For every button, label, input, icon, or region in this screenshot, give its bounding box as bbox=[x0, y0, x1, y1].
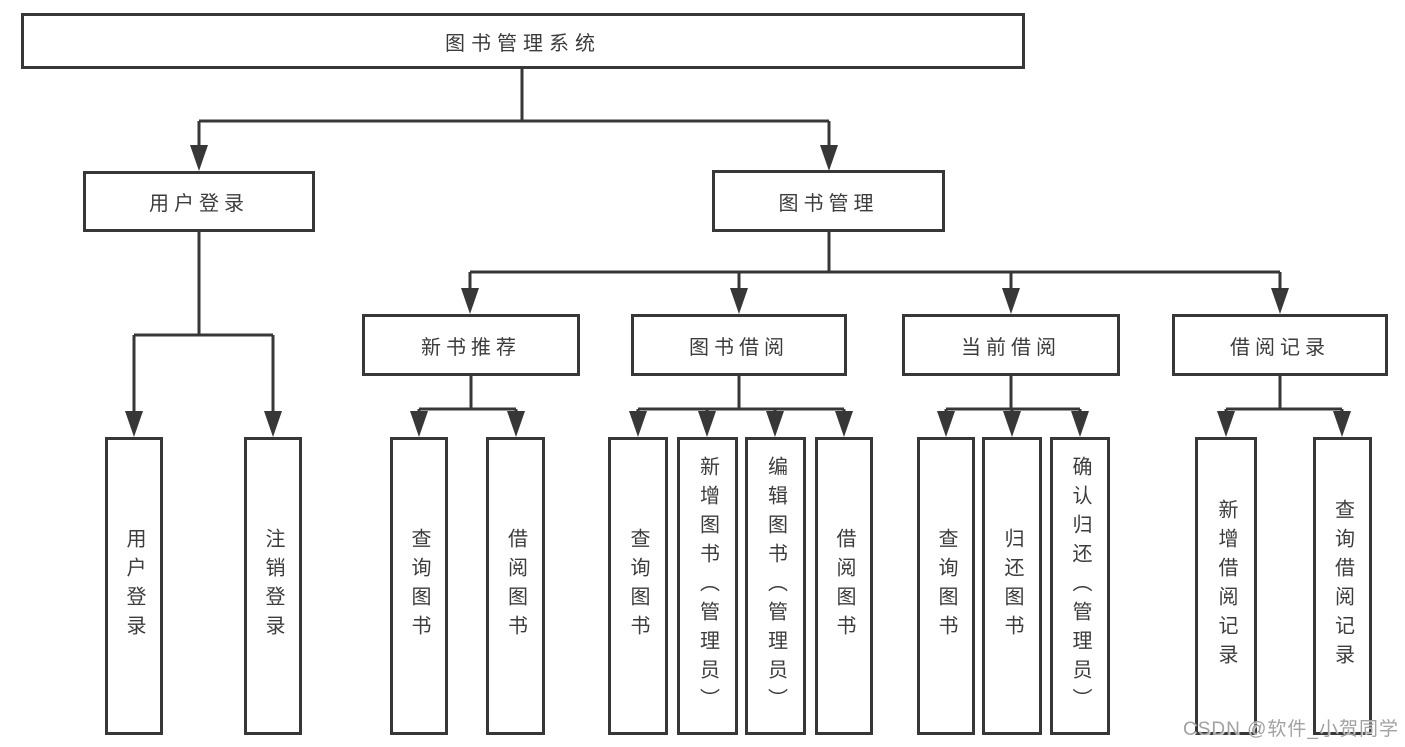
arrowhead-down-icon bbox=[264, 411, 282, 437]
arrowhead-down-icon bbox=[937, 411, 955, 437]
leaf-label: 查询借阅记录 bbox=[1331, 499, 1354, 673]
leaf-label: 确认归还（管理员） bbox=[1069, 455, 1091, 717]
leaf-label: 新增借阅记录 bbox=[1215, 499, 1237, 673]
leaf-label: 查询图书 bbox=[627, 528, 649, 644]
arrowhead-down-icon bbox=[1217, 411, 1235, 437]
arrowhead-down-icon bbox=[125, 411, 143, 437]
leaf-borrow-books-recommend: 借阅图书 bbox=[486, 437, 545, 735]
leaf-user-login: 用户登录 bbox=[105, 437, 163, 735]
leaf-label: 新增图书（管理员） bbox=[696, 455, 719, 717]
arrowhead-down-icon bbox=[1002, 288, 1020, 314]
csdn-watermark: CSDN @软件_小贺同学 bbox=[1183, 719, 1399, 740]
arrowhead-down-icon bbox=[1003, 411, 1021, 437]
leaf-label: 编辑图书（管理员） bbox=[764, 455, 787, 717]
leaf-query-books-current: 查询图书 bbox=[917, 437, 975, 735]
arrowhead-down-icon bbox=[820, 145, 838, 171]
arrowhead-down-icon bbox=[1271, 288, 1289, 314]
arrowhead-down-icon bbox=[835, 411, 853, 437]
arrowhead-down-icon bbox=[1071, 411, 1089, 437]
node-label: 图书管理系统 bbox=[445, 32, 601, 55]
leaf-label: 归还图书 bbox=[1001, 528, 1023, 644]
leaf-add-books-admin: 新增图书（管理员） bbox=[677, 437, 738, 735]
node-book-management: 图书管理 bbox=[712, 170, 945, 232]
leaf-query-books-borrow: 查询图书 bbox=[608, 437, 668, 735]
node-book-borrowing: 图书借阅 bbox=[631, 314, 847, 376]
node-borrowing-records: 借阅记录 bbox=[1172, 314, 1388, 376]
arrowhead-down-icon bbox=[1333, 411, 1351, 437]
leaf-edit-books-admin: 编辑图书（管理员） bbox=[745, 437, 806, 735]
node-label: 图书借阅 bbox=[689, 336, 789, 359]
arrowhead-down-icon bbox=[698, 411, 716, 437]
leaf-return-books: 归还图书 bbox=[982, 437, 1042, 735]
leaf-logout: 注销登录 bbox=[244, 437, 302, 735]
node-current-borrowing: 当前借阅 bbox=[902, 314, 1120, 376]
arrowhead-down-icon bbox=[766, 411, 784, 437]
leaf-query-books-recommend: 查询图书 bbox=[390, 437, 448, 735]
arrowhead-down-icon bbox=[629, 411, 647, 437]
leaf-add-borrow-record: 新增借阅记录 bbox=[1195, 437, 1257, 735]
leaf-query-borrow-record: 查询借阅记录 bbox=[1313, 437, 1372, 735]
arrowhead-down-icon bbox=[507, 411, 525, 437]
leaf-confirm-return-admin: 确认归还（管理员） bbox=[1050, 437, 1110, 735]
arrowhead-down-icon bbox=[461, 288, 479, 314]
node-label: 新书推荐 bbox=[421, 336, 521, 359]
node-label: 图书管理 bbox=[778, 192, 879, 215]
node-new-book-recommendation: 新书推荐 bbox=[362, 314, 580, 376]
arrowhead-down-icon bbox=[730, 288, 748, 314]
node-label: 用户登录 bbox=[149, 193, 249, 215]
node-user-login: 用户登录 bbox=[83, 171, 315, 232]
leaf-label: 注销登录 bbox=[262, 528, 284, 644]
node-library-management-system: 图书管理系统 bbox=[21, 13, 1025, 69]
leaf-label: 用户登录 bbox=[123, 528, 145, 644]
leaf-label: 借阅图书 bbox=[504, 528, 527, 644]
node-label: 借阅记录 bbox=[1230, 336, 1330, 359]
arrowhead-down-icon bbox=[410, 411, 428, 437]
arrowhead-down-icon bbox=[190, 145, 208, 171]
node-label: 当前借阅 bbox=[961, 336, 1061, 359]
leaf-label: 借阅图书 bbox=[833, 528, 855, 644]
leaf-borrow-books: 借阅图书 bbox=[815, 437, 873, 735]
leaf-label: 查询图书 bbox=[408, 528, 430, 644]
leaf-label: 查询图书 bbox=[935, 528, 957, 644]
